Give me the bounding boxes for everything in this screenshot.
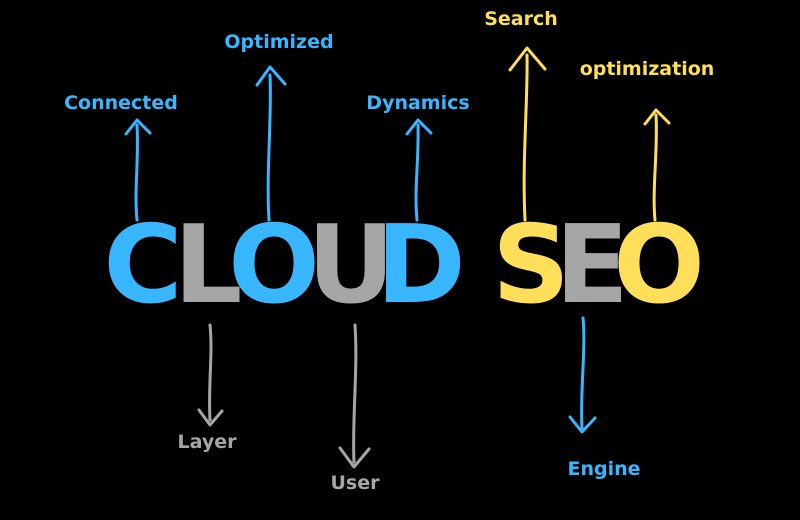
label-optimized: Optimized	[224, 31, 334, 53]
arrow-up-optimization	[643, 108, 671, 222]
title-letter-e: E	[555, 203, 629, 328]
arrow-down-layer	[197, 323, 224, 427]
arrow-up-connected	[124, 118, 152, 222]
title-letter-d: D	[376, 203, 466, 328]
title-letter-s: S	[492, 203, 570, 328]
arrow-up-search	[508, 46, 547, 222]
title-letter-l: L	[173, 203, 243, 328]
label-user: User	[330, 472, 380, 494]
title-letter-c: C	[103, 203, 183, 328]
label-dynamics: Dynamics	[366, 92, 470, 114]
title-letter-o2: O	[613, 203, 705, 328]
label-engine: Engine	[567, 458, 641, 480]
title-letter-u: U	[307, 203, 395, 328]
arrow-up-optimized	[255, 65, 287, 222]
label-search: Search	[484, 8, 558, 30]
label-connected: Connected	[64, 92, 178, 114]
arrow-up-dynamics	[405, 118, 433, 222]
arrow-down-engine	[568, 316, 597, 434]
arrow-down-user	[338, 323, 371, 469]
label-layer: Layer	[177, 431, 237, 453]
title-letter-o: O	[228, 203, 320, 328]
label-optimization: optimization	[579, 58, 715, 80]
